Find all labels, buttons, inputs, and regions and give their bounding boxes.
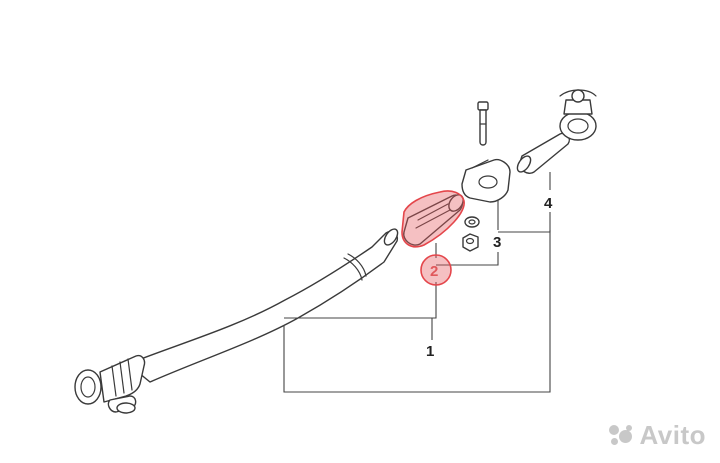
leader-part-1 [283, 230, 551, 393]
avito-watermark: Avito [609, 420, 706, 451]
callout-1: 1 [426, 343, 434, 360]
highlight-callout-2 [420, 254, 452, 286]
watermark-text: Avito [639, 420, 706, 450]
right-tie-rod-end [516, 89, 597, 174]
callout-2: 2 [430, 263, 438, 280]
tie-rod-tube [127, 228, 399, 383]
clamp-washer [464, 216, 480, 228]
clamp-nut [462, 233, 479, 252]
left-ball-joint [74, 354, 146, 414]
clamp-bolt [477, 101, 489, 146]
avito-logo-icon [609, 424, 635, 447]
clamp-bracket [461, 158, 511, 203]
highlight-clamp-sleeve [401, 190, 465, 248]
callout-4: 4 [544, 195, 553, 212]
leader-part-4-stem [498, 212, 551, 233]
leader-part-2-stem [284, 282, 437, 319]
callout-3: 3 [493, 234, 501, 251]
leader-part-3-stem [436, 252, 499, 266]
clamp-sleeve [403, 194, 464, 246]
